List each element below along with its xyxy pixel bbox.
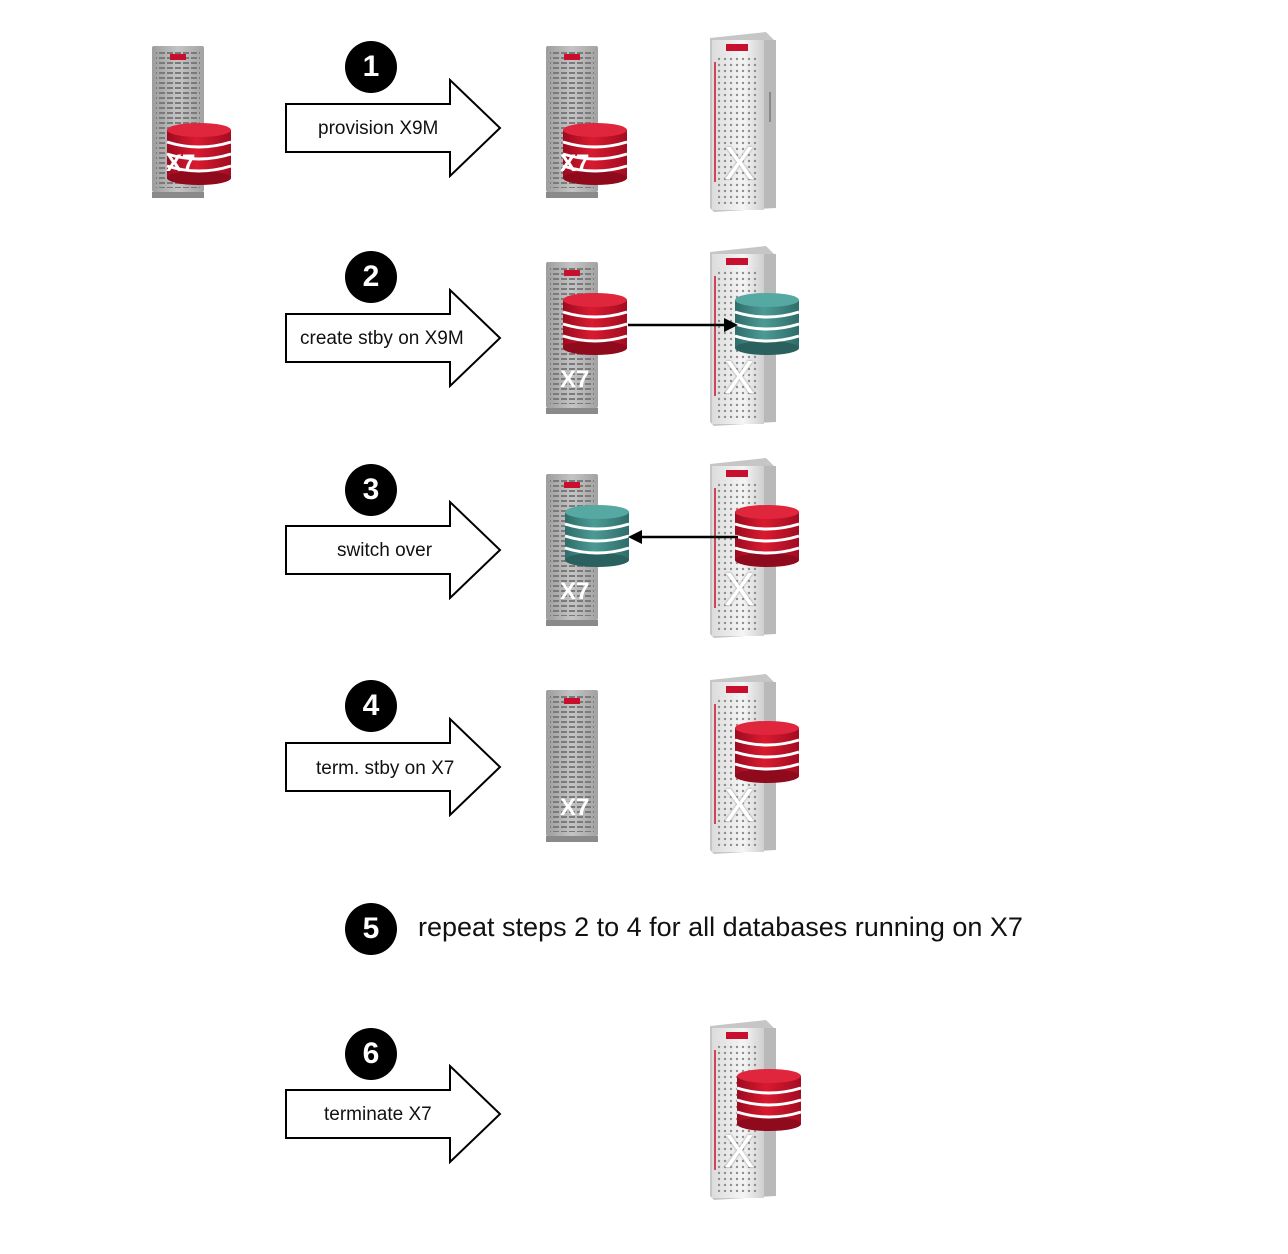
step-1-badge: 1 <box>345 41 397 93</box>
x7-label: X7 <box>166 150 196 177</box>
step-1-label: provision X9M <box>318 118 439 139</box>
step-4-x9m-server: X <box>704 674 804 856</box>
primary-db-icon <box>736 1068 802 1132</box>
x7-label: X7 <box>560 150 590 177</box>
step-2-badge: 2 <box>345 251 397 303</box>
x-label: X <box>724 779 755 831</box>
step-3-label: switch over <box>337 540 433 561</box>
replication-arrow-left <box>628 530 738 544</box>
step-3-x7-server: X7 <box>544 474 634 626</box>
x-label: X <box>724 563 755 615</box>
standby-db-icon <box>734 292 800 356</box>
step-4-label: term. stby on X7 <box>316 758 455 779</box>
initial-x7-server: X7 <box>150 46 240 198</box>
x7-label: X7 <box>560 794 590 821</box>
step-6-x9m-server: X <box>704 1020 804 1202</box>
step-5-note: repeat steps 2 to 4 for all databases ru… <box>418 912 1023 942</box>
x7-label: X7 <box>560 366 590 393</box>
step-4-x7-server: X7 <box>544 690 634 842</box>
step-4-badge: 4 <box>345 680 397 732</box>
step-6-label: terminate X7 <box>324 1104 432 1125</box>
x7-label: X7 <box>560 578 590 605</box>
step-1-x7-server: X7 <box>544 46 634 198</box>
primary-db-icon <box>562 292 628 356</box>
standby-db-icon <box>564 504 630 568</box>
primary-db-icon <box>734 720 800 784</box>
replication-arrow-right <box>628 318 738 332</box>
x-label: X <box>724 1125 755 1177</box>
x-label: X <box>724 351 755 403</box>
step-2-x7-server: X7 <box>544 262 634 414</box>
primary-db-icon <box>734 504 800 568</box>
step-5-badge: 5 <box>345 903 397 955</box>
step-2-label: create stby on X9M <box>300 328 464 349</box>
step-6-badge: 6 <box>345 1028 397 1080</box>
step-1-x9m-server: X <box>704 32 778 214</box>
step-3-badge: 3 <box>345 464 397 516</box>
step-2-x9m-server: X <box>704 246 804 428</box>
x-label: X <box>724 137 755 189</box>
step-3-x9m-server: X <box>704 458 804 640</box>
